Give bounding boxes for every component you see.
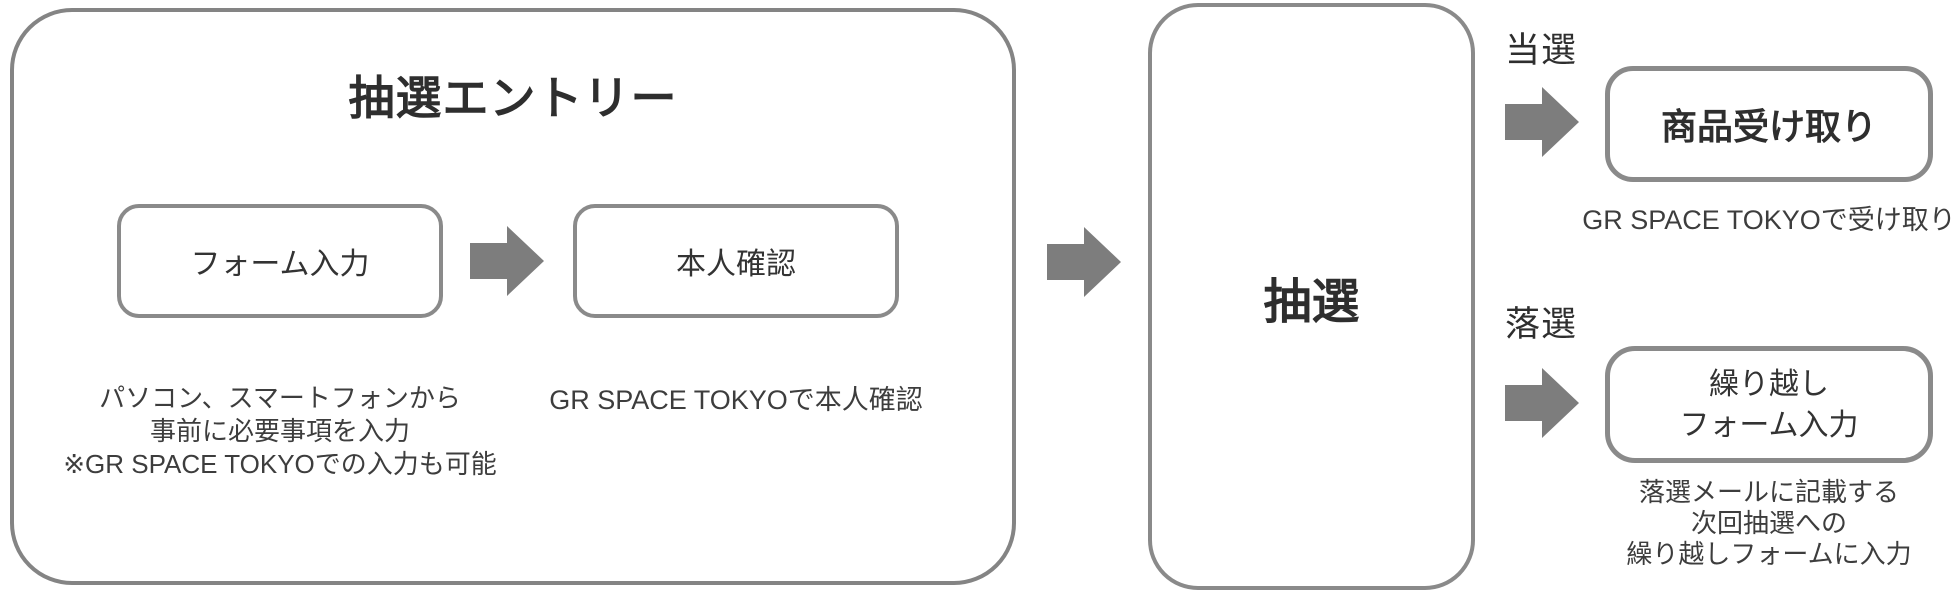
arrow-right-icon	[1505, 368, 1579, 438]
form-input-caption: パソコン、スマートフォンから 事前に必要事項を入力 ※GR SPACE TOKY…	[55, 382, 505, 481]
step-box-form-input-label: フォーム入力	[190, 248, 370, 281]
lottery-box: 抽選	[1148, 3, 1475, 590]
carryover-form-box-label: 繰り越し フォーム入力	[1679, 364, 1858, 446]
product-pickup-box: 商品受け取り	[1605, 66, 1933, 182]
product-pickup-caption-line: GR SPACE TOKYOで受け取り	[1582, 205, 1956, 235]
entry-section-title: 抽選エントリー	[348, 72, 678, 124]
form-input-caption-line: ※GR SPACE TOKYOでの入力も可能	[63, 449, 497, 479]
carryover-form-caption-line: 繰り越しフォームに入力	[1626, 539, 1912, 569]
step-box-form-input: フォーム入力	[117, 204, 443, 318]
carryover-form-box-label-line: フォーム入力	[1679, 408, 1859, 442]
step-box-identity-check: 本人確認	[573, 204, 899, 318]
step-box-identity-check-label: 本人確認	[676, 248, 796, 281]
identity-check-caption-line: GR SPACE TOKYOで本人確認	[549, 385, 923, 415]
lose-branch-label: 落選	[1505, 305, 1578, 344]
form-input-caption-line: パソコン、スマートフォンから	[99, 383, 461, 413]
carryover-form-box: 繰り越し フォーム入力	[1605, 346, 1933, 463]
arrow-right-icon	[470, 226, 544, 296]
product-pickup-caption: GR SPACE TOKYOで受け取り	[1579, 204, 1959, 237]
arrow-right-icon	[1505, 87, 1579, 157]
arrow-right-icon	[1047, 227, 1121, 297]
lottery-box-label: 抽選	[1263, 275, 1360, 329]
win-branch-label: 当選	[1505, 31, 1578, 70]
form-input-caption-line: 事前に必要事項を入力	[149, 416, 410, 446]
product-pickup-box-label: 商品受け取り	[1660, 106, 1877, 147]
carryover-form-caption: 落選メールに記載する 次回抽選への 繰り越しフォームに入力	[1579, 477, 1959, 570]
identity-check-caption: GR SPACE TOKYOで本人確認	[536, 384, 936, 417]
carryover-form-caption-line: 次回抽選への	[1690, 508, 1847, 538]
carryover-form-caption-line: 落選メールに記載する	[1638, 477, 1899, 507]
carryover-form-box-label-line: 繰り越し	[1708, 367, 1829, 401]
